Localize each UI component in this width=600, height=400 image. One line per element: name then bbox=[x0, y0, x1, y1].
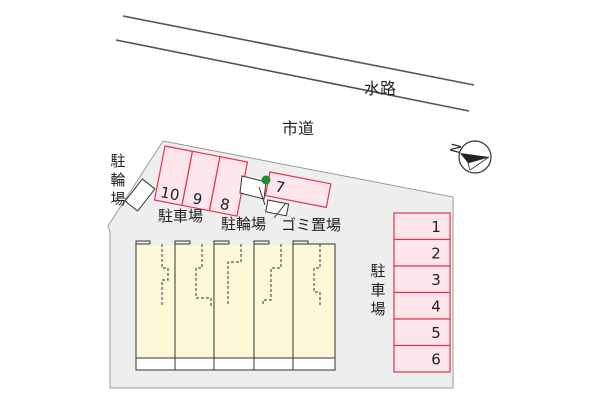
building-notch-3 bbox=[229, 238, 254, 245]
waterway-upper-edge bbox=[122, 15, 475, 86]
garbage-area-label: ゴミ置場 bbox=[281, 216, 341, 234]
parking-slot-label-6: 6 bbox=[431, 351, 441, 369]
building-notch-1 bbox=[150, 238, 175, 245]
bicycle-side-label-char-2: 輪 bbox=[110, 171, 125, 189]
waterway bbox=[115, 15, 475, 112]
garbage-area-outline bbox=[239, 175, 267, 200]
parking-side-label-char-2: 車 bbox=[370, 281, 385, 299]
bicycle-shed-side bbox=[124, 178, 156, 212]
waterway-label: 水路 bbox=[364, 79, 396, 98]
bicycle-side-label-char-1: 駐 bbox=[110, 152, 125, 170]
parking-side-label-char-3: 場 bbox=[370, 300, 385, 318]
bicycle-side-label-char-3: 場 bbox=[110, 190, 125, 208]
parking-slot-label-8: 8 bbox=[219, 195, 232, 214]
compass-letter: N bbox=[448, 142, 465, 155]
city-road-label: 市道 bbox=[282, 119, 314, 138]
tree-icon bbox=[261, 175, 271, 185]
garbage-area-bin bbox=[265, 199, 290, 217]
compass-needle-light bbox=[467, 156, 490, 171]
parking-slot-label-10: 10 bbox=[159, 183, 181, 204]
compass-icon: N bbox=[448, 140, 492, 174]
building-notch-4 bbox=[269, 238, 293, 245]
building-balcony bbox=[135, 357, 336, 371]
bicycle-side-label: 駐輪場 bbox=[110, 152, 125, 208]
parking-slot-label-4: 4 bbox=[431, 298, 441, 316]
bicycle-parking-label: 駐輪場 bbox=[221, 215, 266, 233]
parking-slot-1 bbox=[393, 212, 451, 241]
waterway-lower-edge bbox=[115, 39, 470, 112]
garbage-area-diagonal bbox=[258, 186, 266, 206]
parking-slot-6 bbox=[393, 344, 451, 373]
garbage-area-pointer bbox=[273, 202, 287, 219]
parking-label: 駐車場 bbox=[158, 207, 203, 225]
building-body bbox=[135, 243, 336, 359]
parking-slot-5 bbox=[393, 318, 451, 347]
building bbox=[135, 238, 336, 371]
parking-side-label: 駐車場 bbox=[370, 262, 385, 318]
parking-slot-label-1: 1 bbox=[431, 218, 441, 236]
parking-slot-2 bbox=[393, 238, 451, 267]
parking-right-group: 1 2 3 4 5 6 bbox=[393, 212, 451, 373]
parking-slot-label-2: 2 bbox=[431, 245, 441, 263]
parking-slot-label-5: 5 bbox=[431, 324, 441, 342]
parking-slot-label-3: 3 bbox=[431, 271, 441, 289]
parking-slot-label-9: 9 bbox=[191, 189, 204, 208]
building-top-outline bbox=[135, 240, 335, 245]
parking-7-group: 7 bbox=[264, 171, 332, 209]
parking-slot-3 bbox=[393, 265, 451, 294]
garbage-area bbox=[239, 175, 290, 219]
stair-outlines bbox=[161, 244, 321, 306]
building-notch-2 bbox=[190, 238, 214, 245]
compass-needle-dark bbox=[460, 153, 489, 163]
parking-side-label-char-1: 駐 bbox=[370, 262, 385, 280]
parking-slot-label-7: 7 bbox=[274, 177, 287, 196]
parking-slot-4 bbox=[393, 291, 451, 320]
